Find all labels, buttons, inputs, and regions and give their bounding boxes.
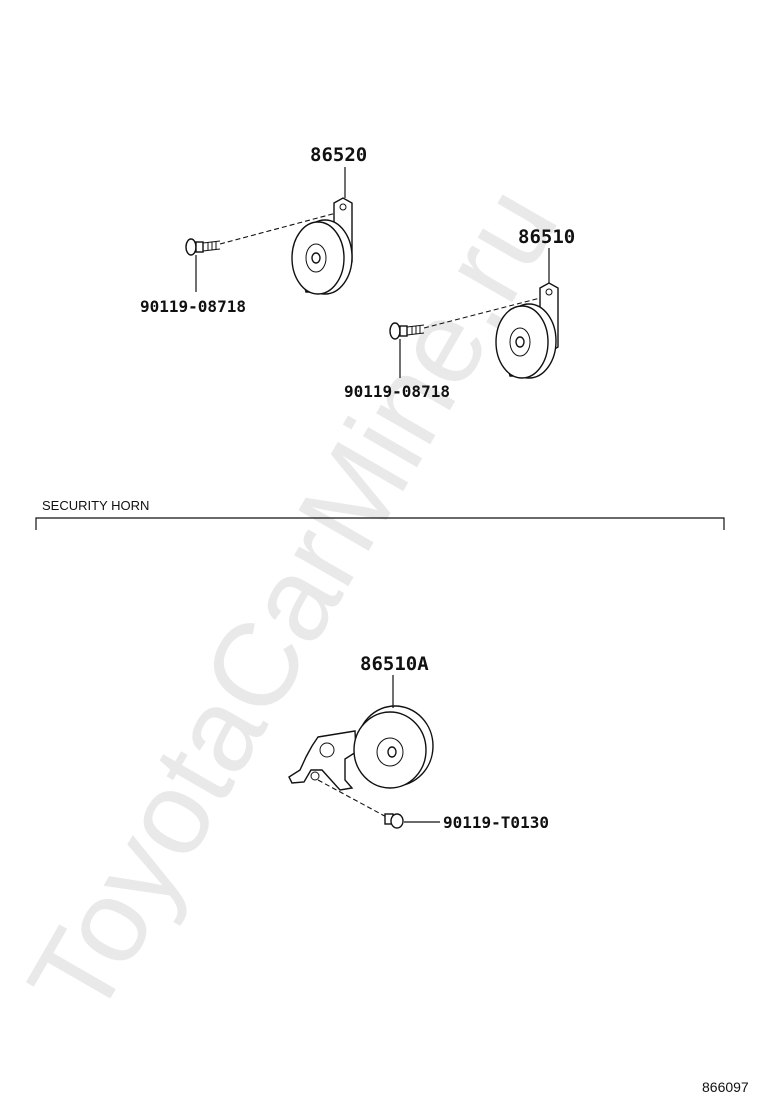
- part-number-bolt-lower: 90119-08718: [344, 382, 450, 401]
- security-horn-group: [288, 675, 440, 829]
- part-number-86510A: 86510A: [360, 653, 429, 675]
- horn-86510-group: [389, 248, 559, 379]
- horn-86520-group: [185, 167, 353, 295]
- part-number-86510: 86510: [518, 226, 575, 248]
- part-number-86520: 86520: [310, 144, 367, 166]
- part-number-security-bolt: 90119-T0130: [443, 813, 549, 832]
- horn-icon: [353, 705, 434, 789]
- diagram-id: 866097: [702, 1079, 749, 1095]
- section-divider: [35, 517, 725, 530]
- watermark: ToyotaCarMine.ru: [3, 165, 583, 1038]
- bolt-icon: [185, 238, 221, 256]
- part-number-bolt-upper: 90119-08718: [140, 297, 246, 316]
- horn-icon: [291, 219, 353, 295]
- section-label: SECURITY HORN: [42, 498, 149, 513]
- bolt-icon: [389, 322, 425, 340]
- bolt-icon: [384, 813, 404, 829]
- bracket-icon: [288, 730, 357, 791]
- horn-icon: [495, 303, 557, 379]
